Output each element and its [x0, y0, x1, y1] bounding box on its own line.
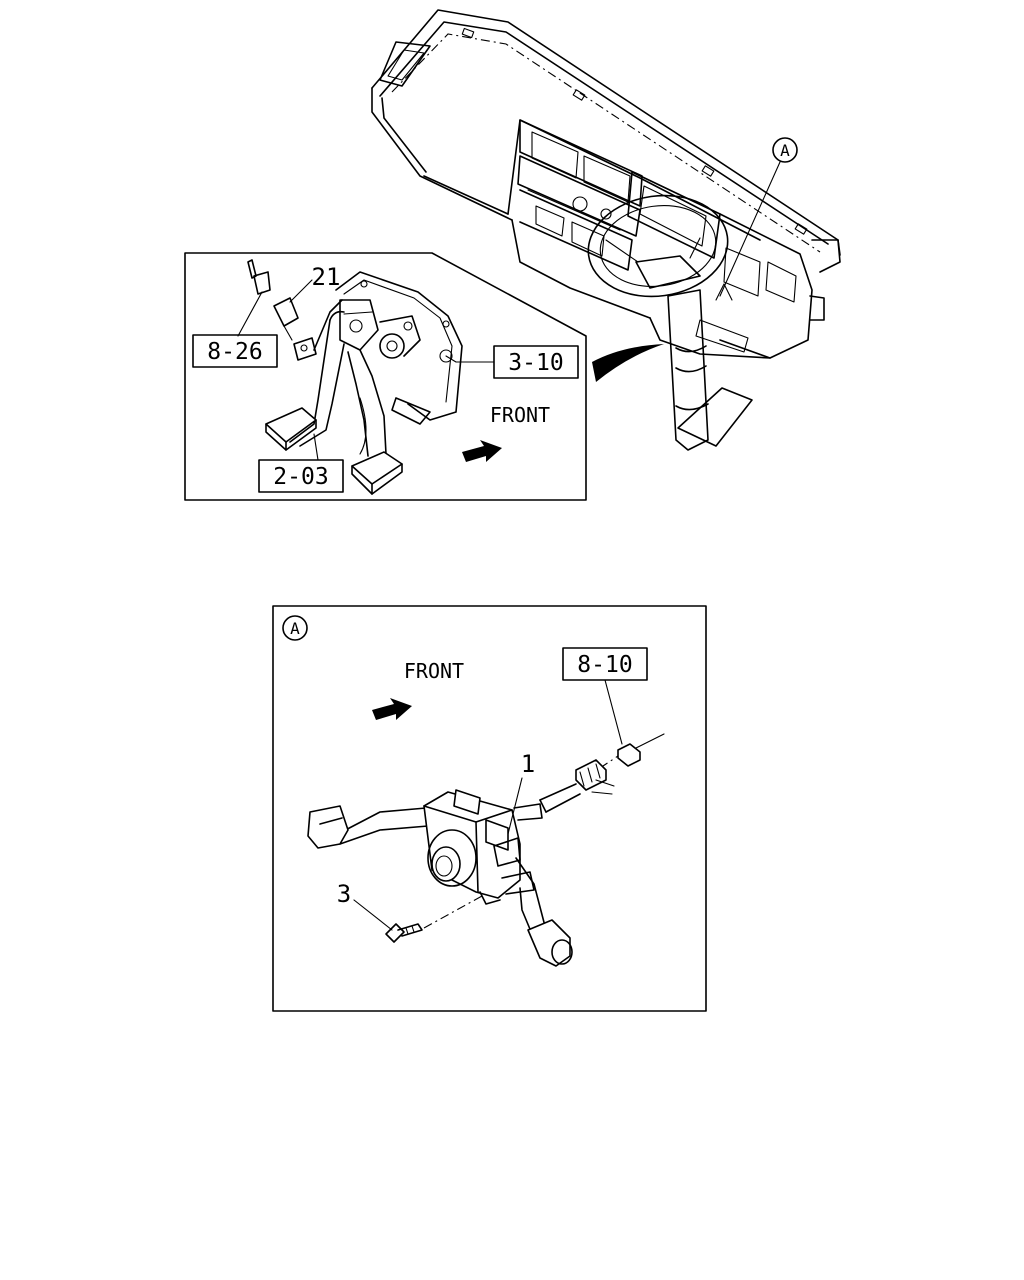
ref-2-03: 2-03	[273, 464, 328, 490]
part-3-label: 3	[337, 880, 351, 908]
front-label-pedal: FRONT	[490, 403, 550, 427]
transfer-arrow	[592, 344, 664, 382]
callout-a-detail: A	[290, 619, 300, 638]
callout-a-top: A	[780, 141, 790, 160]
part-1-label: 1	[521, 750, 535, 778]
dashboard-illustration: A	[371, 9, 841, 451]
ref-8-26: 8-26	[207, 339, 262, 365]
ref-3-10: 3-10	[508, 350, 563, 376]
combination-switch-panel: A FRONT 8-10	[272, 605, 707, 1012]
ref-8-10: 8-10	[577, 652, 632, 678]
pedal-assembly-panel: 8-26 3-10 2-03 21 FRONT	[184, 252, 587, 501]
front-arrow-pedal	[462, 440, 502, 462]
front-label-detail: FRONT	[404, 659, 464, 683]
front-arrow-detail	[372, 698, 412, 720]
part-21-label: 21	[312, 263, 341, 291]
